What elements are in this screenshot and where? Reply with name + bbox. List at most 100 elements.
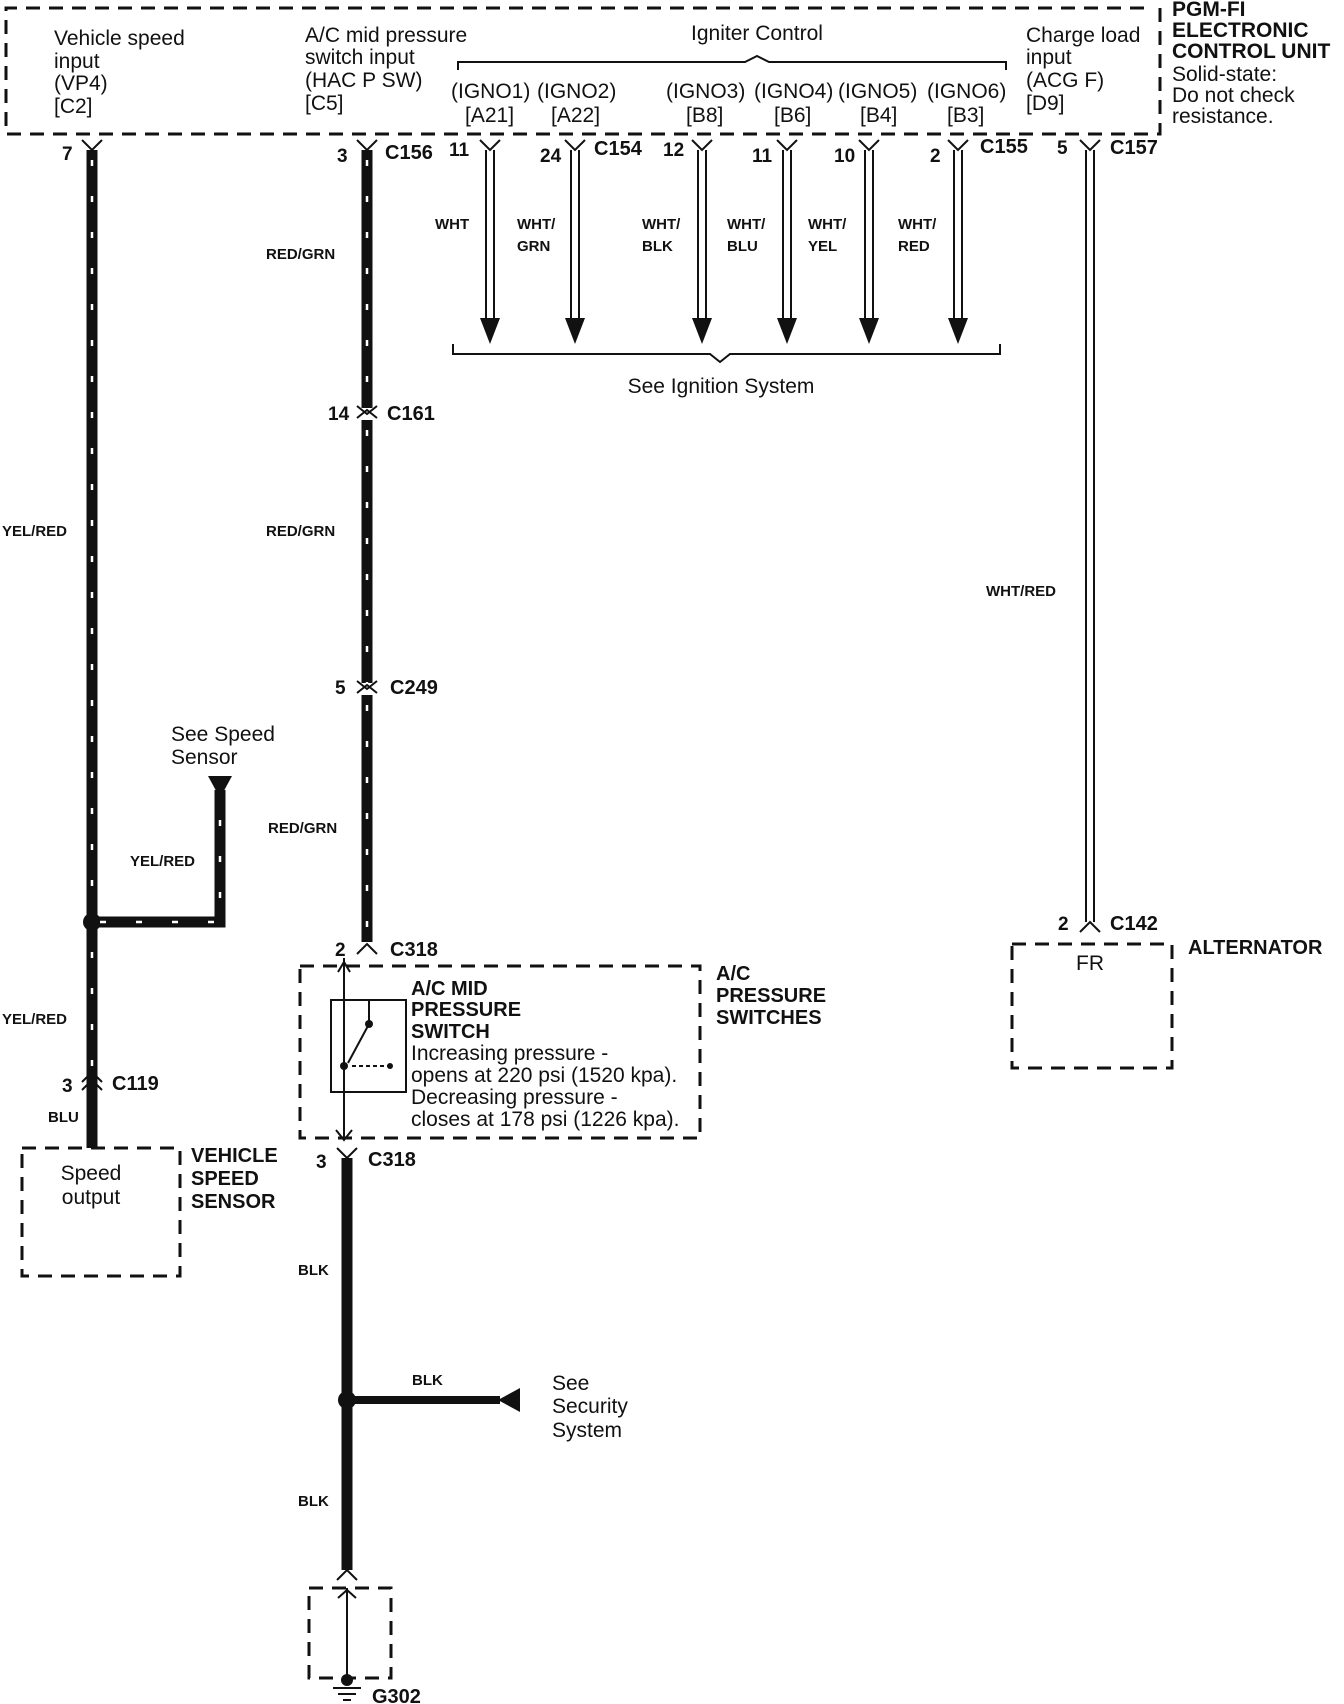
igniter-1-name: (IGNO1) (451, 80, 530, 103)
igniter-6-name: (IGNO6) (927, 80, 1006, 103)
see-speed-sensor-line2: Sensor (171, 746, 238, 769)
igniter-2-wire-b: GRN (517, 238, 550, 255)
igniter-6-wire-b: RED (898, 238, 930, 255)
ac-mid-desc-line4: closes at 178 psi (1226 kpa). (411, 1108, 680, 1131)
igniter-5-name: (IGNO5) (838, 80, 917, 103)
vss-input-line3: (VP4) (54, 72, 108, 95)
connector-c318-bottom: C318 (368, 1149, 416, 1171)
igniter-6-pin: 2 (930, 146, 941, 167)
connector-c249: C249 (390, 677, 438, 699)
connector-c142: C142 (1110, 913, 1158, 935)
c318-bottom-pin: 3 (316, 1152, 327, 1173)
vss-title-line2: SPEED (191, 1168, 259, 1190)
igniter-1-term: [A21] (465, 104, 514, 127)
igniter-3-name: (IGNO3) (666, 80, 745, 103)
igniter-2: (IGNO2) [A22] 24 WHT/ GRN (517, 80, 616, 344)
ecu-box: PGM-FI ELECTRONIC CONTROL UNIT Solid-sta… (4, 0, 1330, 136)
igniter-2-name: (IGNO2) (537, 80, 616, 103)
ecu-title-line1: PGM-FI (1172, 0, 1246, 21)
vss-title-line3: SENSOR (191, 1191, 276, 1213)
ac-mid-input-line2: switch input (305, 46, 415, 69)
connector-c318-top: C318 (390, 939, 438, 961)
connector-c157: C157 (1110, 137, 1158, 159)
ecu-note-line2: Do not check (1172, 84, 1295, 107)
alternator-terminal: FR (1076, 952, 1104, 975)
ecu-title-line2: ELECTRONIC (1172, 19, 1309, 42)
ac-mid-desc-line3: Decreasing pressure - (411, 1086, 618, 1109)
ac-mid-desc-line2: opens at 220 psi (1520 kpa). (411, 1064, 677, 1087)
ac-wire-label-3: RED/GRN (268, 820, 337, 837)
ac-circuit: 3 C156 RED/GRN 14 C161 RED/GRN 5 C249 RE… (266, 139, 826, 1704)
connector-c161: C161 (387, 403, 435, 425)
vss-top-pin: 7 (62, 144, 73, 165)
igniter-2-wire-a: WHT/ (517, 216, 556, 233)
igniter-6: (IGNO6) [B3] 2 WHT/ RED (898, 80, 1006, 344)
ac-wire-label-1: RED/GRN (266, 246, 335, 263)
ac-mid-desc-line1: Increasing pressure - (411, 1042, 608, 1065)
igniter-5-wire-a: WHT/ (808, 216, 847, 233)
vss-inner-line1: Speed (61, 1162, 122, 1185)
igniter-4-term: [B6] (774, 104, 811, 127)
alternator-title: ALTERNATOR (1188, 937, 1323, 959)
igniter-group: (IGNO1) [A21] 11 WHT (IGNO2) [A22] 24 WH… (435, 80, 1028, 398)
igniter-3: (IGNO3) [B8] 12 WHT/ BLK (642, 80, 745, 344)
igniter-header-text: Igniter Control (691, 22, 823, 45)
igniter-3-pin: 12 (663, 140, 684, 161)
c142-pin: 2 (1058, 914, 1069, 935)
ecu-note-line3: resistance. (1172, 105, 1274, 128)
vss-circuit: 7 YEL/RED See Speed Sensor YEL/RED YEL/R… (2, 139, 278, 1278)
charge-load-line1: Charge load (1026, 24, 1140, 47)
ac-switches-title-line1: A/C (716, 963, 750, 985)
c156-pin: 3 (337, 146, 348, 167)
ac-mid-input-label: A/C mid pressure switch input (HAC P SW)… (305, 24, 467, 115)
vss-input-line2: input (54, 50, 100, 73)
connector-c119: C119 (112, 1073, 159, 1095)
igniter-6-wire-a: WHT/ (898, 216, 937, 233)
igniter-1-wire: WHT (435, 216, 469, 233)
c157-pin: 5 (1057, 138, 1068, 159)
connector-c156: C156 (385, 142, 433, 164)
ac-switches-title-line2: PRESSURE (716, 985, 826, 1007)
ecu-title-line3: CONTROL UNIT (1172, 40, 1330, 63)
charge-load-input-label: Charge load input (ACG F) [D9] (1026, 24, 1140, 115)
connector-c155: C155 (980, 136, 1028, 158)
vss-branch-wire-label: YEL/RED (130, 853, 195, 870)
igniter-2-pin: 24 (540, 146, 562, 167)
charge-load-line4: [D9] (1026, 92, 1065, 115)
c161-pin: 14 (328, 404, 350, 425)
see-ignition-system: See Ignition System (628, 375, 815, 398)
vss-wire-label-1: YEL/RED (2, 523, 67, 540)
igniter-3-wire-a: WHT/ (642, 216, 681, 233)
see-speed-sensor-line1: See Speed (171, 723, 275, 746)
alternator-circuit: 5 C157 WHT/RED 2 C142 FR ALTERNATOR (986, 137, 1323, 1070)
igniter-5-wire-b: YEL (808, 238, 837, 255)
connector-c154: C154 (594, 138, 643, 160)
ac-mid-title-line3: SWITCH (411, 1021, 490, 1043)
vss-input-line1: Vehicle speed (54, 27, 185, 50)
igniter-6-term: [B3] (947, 104, 984, 127)
c119-pin: 3 (62, 1076, 73, 1097)
charge-load-line3: (ACG F) (1026, 69, 1104, 92)
vss-input-line4: [C2] (54, 95, 93, 118)
igniter-4-wire-b: BLU (727, 238, 758, 255)
blu-wire-label: BLU (48, 1109, 79, 1126)
igniter-4: (IGNO4) [B6] 11 WHT/ BLU (727, 80, 833, 344)
igniter-4-pin: 11 (752, 146, 773, 167)
igniter-5-term: [B4] (860, 104, 897, 127)
ac-mid-input-line3: (HAC P SW) (305, 69, 422, 92)
ground-g302: G302 (372, 1686, 421, 1704)
ac-mid-input-line4: [C5] (305, 92, 344, 115)
igniter-1: (IGNO1) [A21] 11 WHT (435, 80, 530, 344)
igniter-1-pin: 11 (449, 140, 470, 161)
see-security-line1: See (552, 1372, 589, 1395)
ac-mid-title-line2: PRESSURE (411, 999, 521, 1021)
igniter-3-wire-b: BLK (642, 238, 673, 255)
igniter-5-pin: 10 (834, 146, 855, 167)
c318-top-pin: 2 (335, 940, 346, 961)
see-security-line2: Security (552, 1395, 628, 1418)
ac-wire-label-2: RED/GRN (266, 523, 335, 540)
c249-pin: 5 (335, 678, 346, 699)
blk-wire-label-2: BLK (298, 1493, 329, 1510)
ac-mid-input-line1: A/C mid pressure (305, 24, 467, 47)
